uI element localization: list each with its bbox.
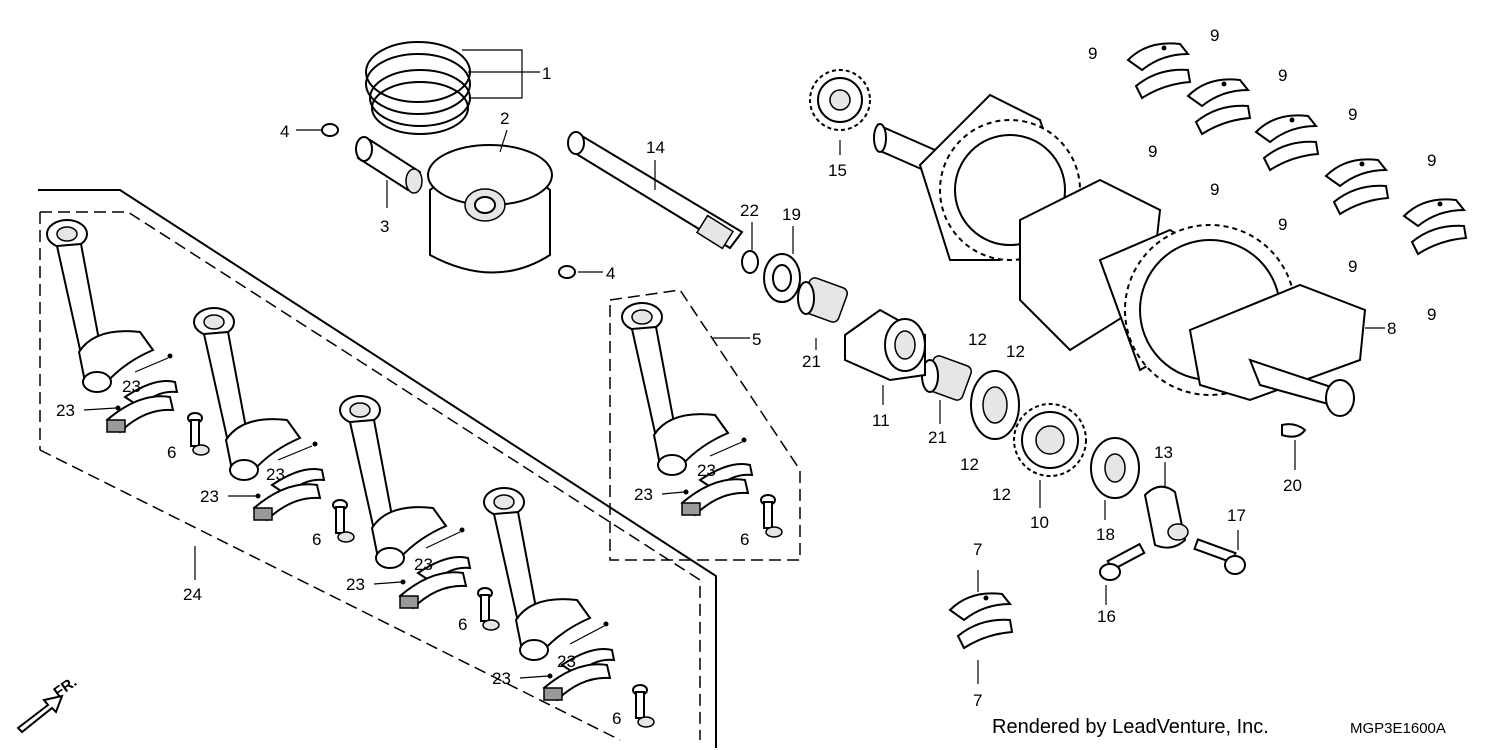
label-14: 14 xyxy=(646,138,665,157)
kit-5-frame xyxy=(609,289,801,561)
conrod-assembly-3 xyxy=(339,395,500,631)
label-10: 10 xyxy=(1030,513,1049,532)
label-9-j: 9 xyxy=(1427,305,1436,324)
label-23-c: 23 xyxy=(266,465,285,484)
label-23-ticks xyxy=(83,357,743,679)
label-9-h: 9 xyxy=(1348,257,1357,276)
label-12-d: 12 xyxy=(992,485,1011,504)
label-6-c: 6 xyxy=(458,615,467,634)
arrow-front-icon: FR. xyxy=(16,673,80,734)
thrust-washer-19 xyxy=(763,253,801,303)
label-1: 1 xyxy=(542,64,551,83)
label-6-b: 6 xyxy=(312,530,321,549)
needle-bearing-upper xyxy=(797,277,849,323)
label-9-i: 9 xyxy=(1427,151,1436,170)
label-16: 16 xyxy=(1097,607,1116,626)
label-11: 11 xyxy=(872,411,890,430)
label-20: 20 xyxy=(1283,476,1302,495)
kit-24-frame xyxy=(38,189,717,748)
label-23-g: 23 xyxy=(557,652,576,671)
conrod-assembly-2 xyxy=(193,307,355,543)
label-9-c: 9 xyxy=(1210,26,1219,45)
label-17: 17 xyxy=(1227,506,1246,525)
part-labels: 1 2 3 4 4 5 6 6 6 6 6 7 7 8 9 9 9 9 9 9 … xyxy=(56,26,1436,728)
damper-rubber-12 xyxy=(970,370,1020,440)
bearing-shell-7 xyxy=(949,592,1013,649)
label-5: 5 xyxy=(752,330,761,349)
label-15: 15 xyxy=(828,161,847,180)
label-4-lower: 4 xyxy=(606,264,615,283)
label-13: 13 xyxy=(1154,443,1173,462)
bolt-17 xyxy=(1193,538,1246,575)
crankshaft xyxy=(873,93,1367,417)
label-23-f: 23 xyxy=(346,575,365,594)
primary-shaft xyxy=(567,131,744,250)
gear-hub-11 xyxy=(844,308,926,382)
label-18: 18 xyxy=(1096,525,1115,544)
label-7-lower: 7 xyxy=(973,691,982,710)
piston-rings xyxy=(365,41,471,135)
label-21-b: 21 xyxy=(928,428,947,447)
piston-pin xyxy=(355,136,423,194)
gear-10 xyxy=(1013,403,1087,477)
label-3: 3 xyxy=(380,217,389,236)
label-23-d: 23 xyxy=(200,487,219,506)
label-2: 2 xyxy=(500,109,509,128)
label-9-a: 9 xyxy=(1088,44,1097,63)
woodruff-key xyxy=(1281,423,1307,438)
main-bearing-shell-5 xyxy=(1403,198,1467,255)
label-9-f: 9 xyxy=(1278,215,1287,234)
label-7-upper: 7 xyxy=(973,540,982,559)
label-8: 8 xyxy=(1387,319,1396,338)
diagram-code: MGP3E1600A xyxy=(1350,720,1446,737)
label-24: 24 xyxy=(183,585,202,604)
label-22: 22 xyxy=(740,201,759,220)
label-19: 19 xyxy=(782,205,801,224)
label-21-a: 21 xyxy=(802,352,821,371)
bolt-16 xyxy=(1099,542,1146,581)
needle-bearing-lower xyxy=(921,355,973,401)
label-12-a: 12 xyxy=(968,330,987,349)
label-9-d: 9 xyxy=(1210,180,1219,199)
label-12-c: 12 xyxy=(960,455,979,474)
pin-clip-lower xyxy=(558,265,576,279)
main-bearing-shell-2 xyxy=(1187,78,1251,135)
credit-text: Rendered by LeadVenture, Inc. xyxy=(992,716,1269,738)
leader-lines xyxy=(194,49,1385,684)
label-9-g: 9 xyxy=(1348,105,1357,124)
label-12-b: 12 xyxy=(1006,342,1025,361)
washer-18 xyxy=(1090,437,1140,499)
washer-22 xyxy=(741,250,759,274)
label-23-e: 23 xyxy=(414,555,433,574)
label-6-a: 6 xyxy=(167,443,176,462)
main-bearing-shell-1 xyxy=(1127,42,1191,99)
label-9-b: 9 xyxy=(1148,142,1157,161)
label-23-i: 23 xyxy=(697,461,716,480)
oil-dots xyxy=(115,353,747,679)
piston xyxy=(427,144,553,274)
conrod-assembly-4 xyxy=(483,487,655,728)
label-9-e: 9 xyxy=(1278,66,1287,85)
label-4-upper: 4 xyxy=(280,122,289,141)
label-6-d: 6 xyxy=(612,709,621,728)
main-bearing-shell-4 xyxy=(1325,158,1389,215)
label-23-j: 23 xyxy=(634,485,653,504)
label-23-h: 23 xyxy=(492,669,511,688)
label-23-a: 23 xyxy=(122,377,141,396)
pin-clip-upper xyxy=(321,123,339,137)
label-23-b: 23 xyxy=(56,401,75,420)
label-6-e: 6 xyxy=(740,530,749,549)
main-bearing-shell-3 xyxy=(1255,114,1319,171)
gear-15 xyxy=(809,69,871,131)
tensioner-13 xyxy=(1143,485,1189,549)
